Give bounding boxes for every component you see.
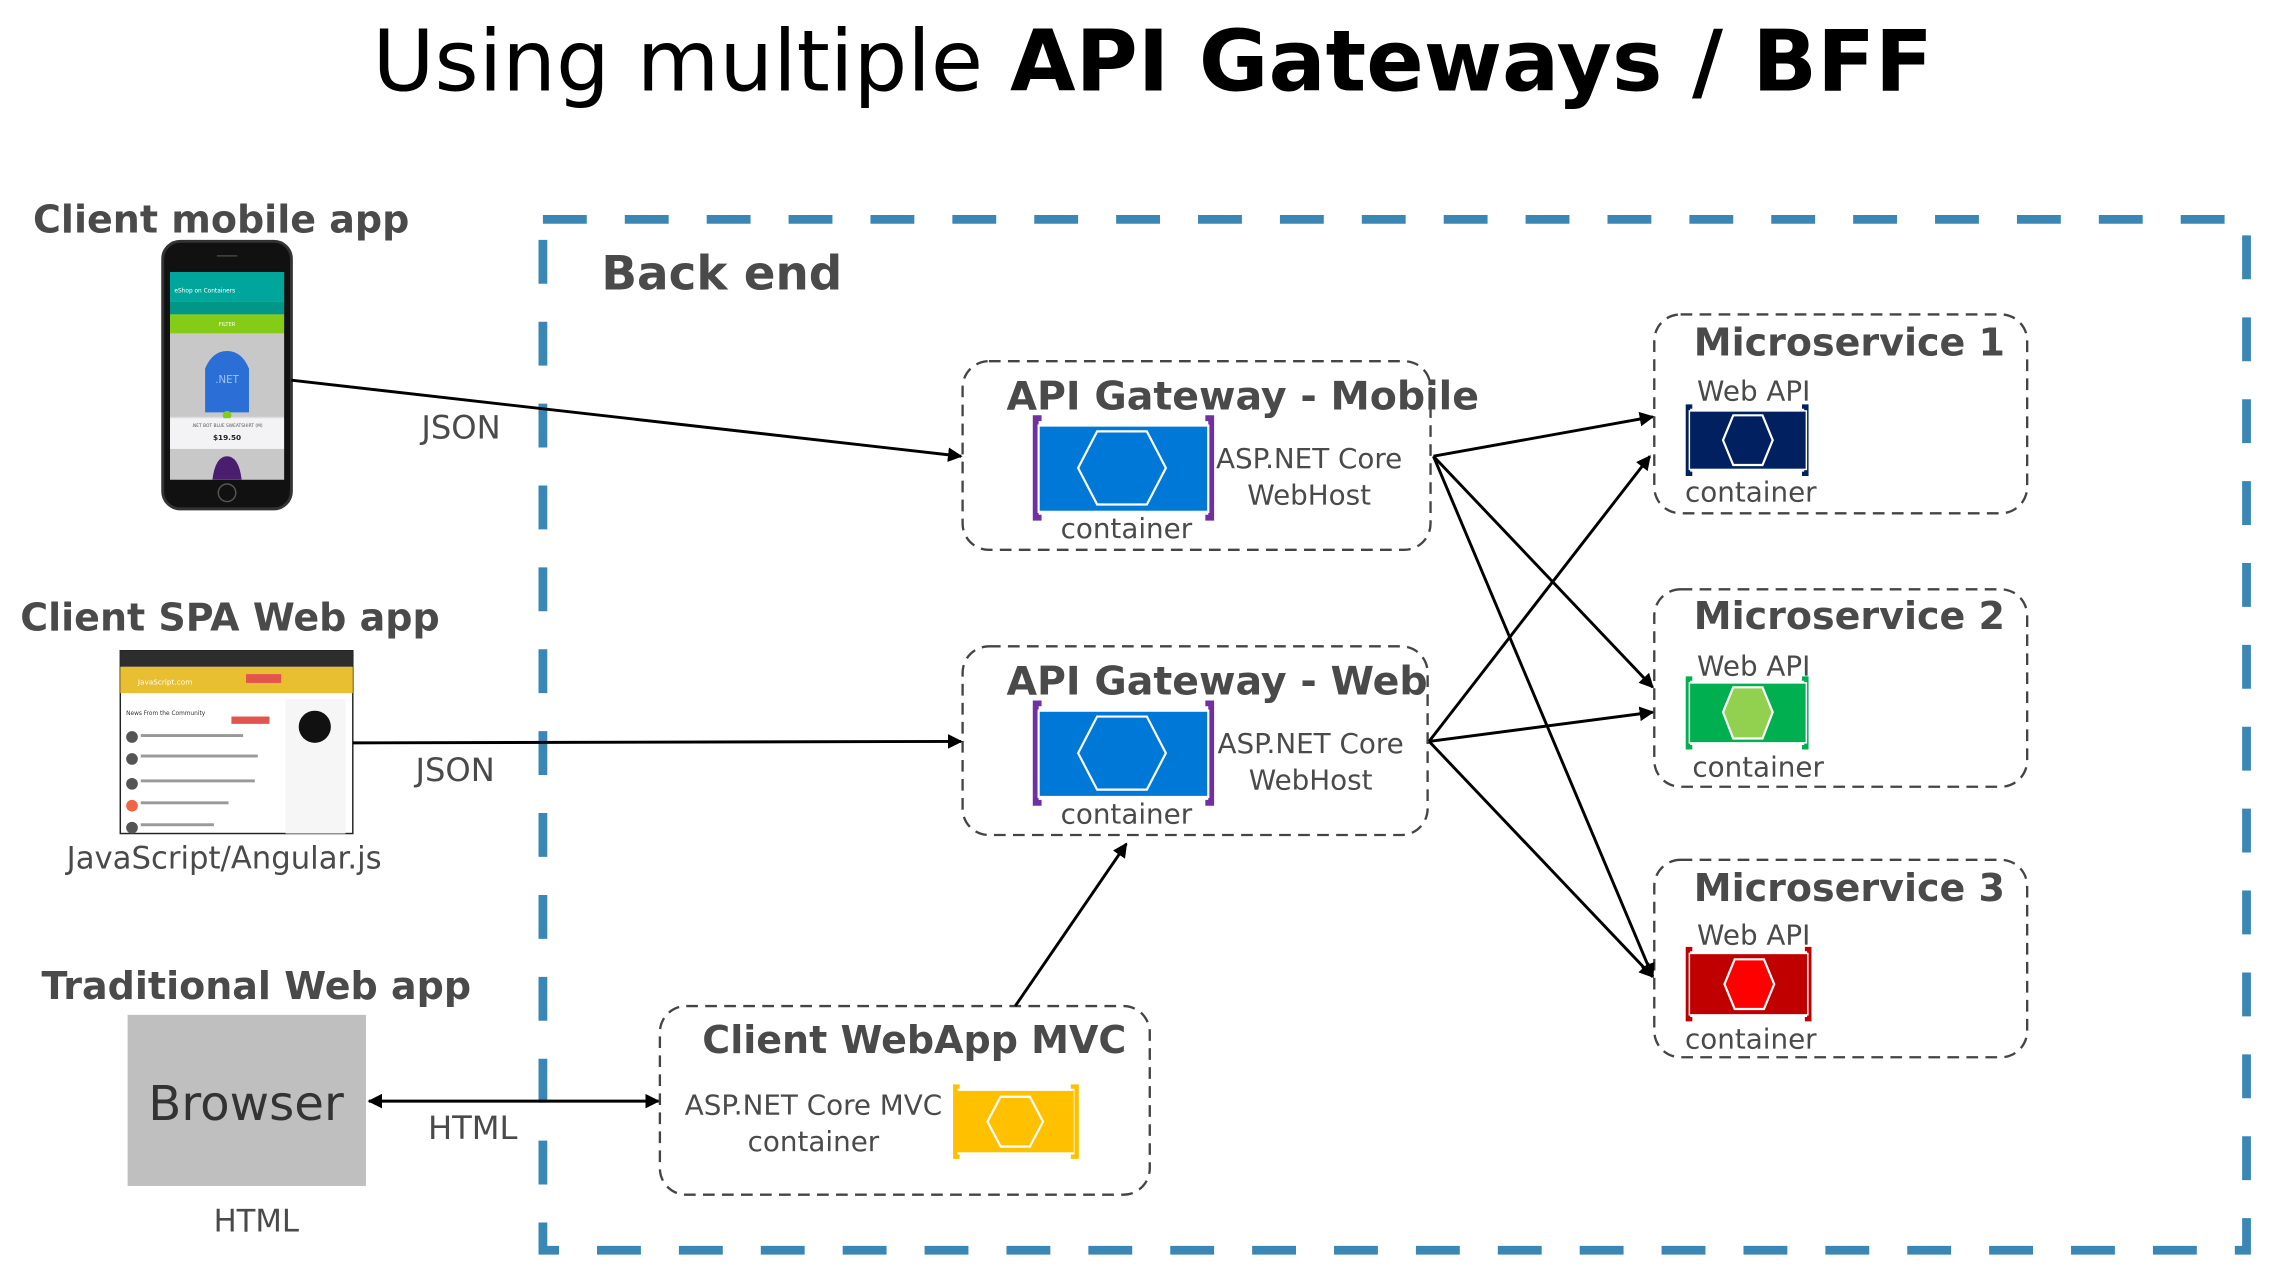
microservice-3-title: Microservice 3 — [1694, 866, 2005, 910]
microservice-2-container-label: container — [1692, 750, 1824, 783]
microservice-1-subtitle: Web API — [1697, 375, 1810, 408]
container-icon — [1032, 415, 1215, 521]
gateway-mobile-host-line1: ASP.NET Core — [1216, 442, 1402, 475]
svg-text:eShop on Containers: eShop on Containers — [174, 288, 235, 294]
container-icon — [953, 1084, 1079, 1159]
microservice-3-container-label: container — [1685, 1022, 1817, 1055]
gateway-mobile-host-line2: WebHost — [1247, 479, 1371, 512]
spa-protocol-label: JSON — [414, 751, 495, 789]
spa-caption: JavaScript/Angular.js — [65, 842, 382, 877]
svg-text:News From the Community: News From the Community — [126, 711, 206, 717]
svg-text:$19.50: $19.50 — [213, 433, 241, 442]
client-mobile-label: Client mobile app — [33, 198, 409, 242]
svg-text:.NET: .NET — [215, 375, 239, 386]
microservice-2: Microservice 2 Web API container — [1653, 588, 2029, 788]
spa-screenshot-image: JavaScript.com News From the Community — [119, 650, 354, 835]
arrow-spa-to-gateway — [352, 734, 963, 749]
mvc-title: Client WebApp MVC — [702, 1018, 1126, 1062]
mvc-line1: ASP.NET Core MVC — [685, 1088, 942, 1121]
arrow-gwmobile-ms2 — [1432, 455, 1654, 689]
gateway-web-container-label: container — [1061, 797, 1193, 830]
microservice-2-title: Microservice 2 — [1694, 594, 2005, 638]
container-icon — [1685, 676, 1809, 750]
connections — [291, 378, 1655, 1109]
container-icon — [1685, 404, 1809, 476]
gateway-mobile-container-label: container — [1061, 512, 1193, 545]
arrow-mvc-to-gateway-web — [1014, 842, 1128, 1007]
microservice-1-container-label: container — [1685, 476, 1817, 509]
svg-text:.NET BOT BLUE SWEATSHIRT (M): .NET BOT BLUE SWEATSHIRT (M) — [192, 423, 263, 429]
mobile-phone-image: eShop on Containers FILTER .NET .NET BOT… — [161, 239, 293, 511]
microservice-1: Microservice 1 Web API container — [1653, 313, 2029, 515]
client-spa-label: Client SPA Web app — [20, 595, 440, 639]
browser-label: Browser — [148, 1076, 344, 1132]
api-gateway-mobile: API Gateway - Mobile ASP.NET Core WebHos… — [961, 360, 1479, 552]
mobile-protocol-label: JSON — [419, 409, 500, 447]
microservice-1-title: Microservice 1 — [1694, 320, 2005, 364]
svg-text:JavaScript.com: JavaScript.com — [137, 677, 192, 686]
arrow-gwmobile-ms1 — [1433, 411, 1655, 458]
client-webapp-mvc: Client WebApp MVC ASP.NET Core MVC conta… — [658, 1004, 1151, 1196]
backend-label: Back end — [601, 248, 842, 302]
mvc-line2: container — [748, 1125, 880, 1158]
client-traditional-label: Traditional Web app — [41, 964, 471, 1008]
gateway-web-host-line2: WebHost — [1249, 764, 1373, 797]
svg-text:FILTER: FILTER — [219, 322, 236, 328]
arrow-gwmobile-ms3 — [1432, 455, 1655, 979]
gateway-web-host-line1: ASP.NET Core — [1218, 727, 1404, 760]
browser-caption: HTML — [214, 1204, 299, 1239]
container-icon — [1032, 700, 1215, 806]
microservice-3: Microservice 3 Web API container — [1653, 858, 2029, 1059]
arrow-gwweb-ms1 — [1427, 455, 1652, 743]
backend-boundary — [538, 214, 2251, 1255]
api-gateway-web: API Gateway - Web ASP.NET Core WebHost c… — [961, 645, 1429, 837]
browser-box — [127, 1014, 366, 1186]
container-icon — [1685, 946, 1812, 1022]
arrow-gwweb-ms2 — [1428, 706, 1655, 743]
page-title: Using multiple API Gateways / BFF — [372, 13, 1932, 112]
microservice-2-subtitle: Web API — [1697, 650, 1810, 683]
gateway-mobile-title: API Gateway - Mobile — [1006, 373, 1479, 419]
microservice-3-subtitle: Web API — [1697, 919, 1810, 952]
gateway-web-title: API Gateway - Web — [1006, 659, 1427, 705]
traditional-protocol-label: HTML — [428, 1109, 518, 1147]
arrow-mobile-to-gateway — [291, 378, 963, 463]
arrow-gwweb-ms3 — [1428, 740, 1654, 978]
